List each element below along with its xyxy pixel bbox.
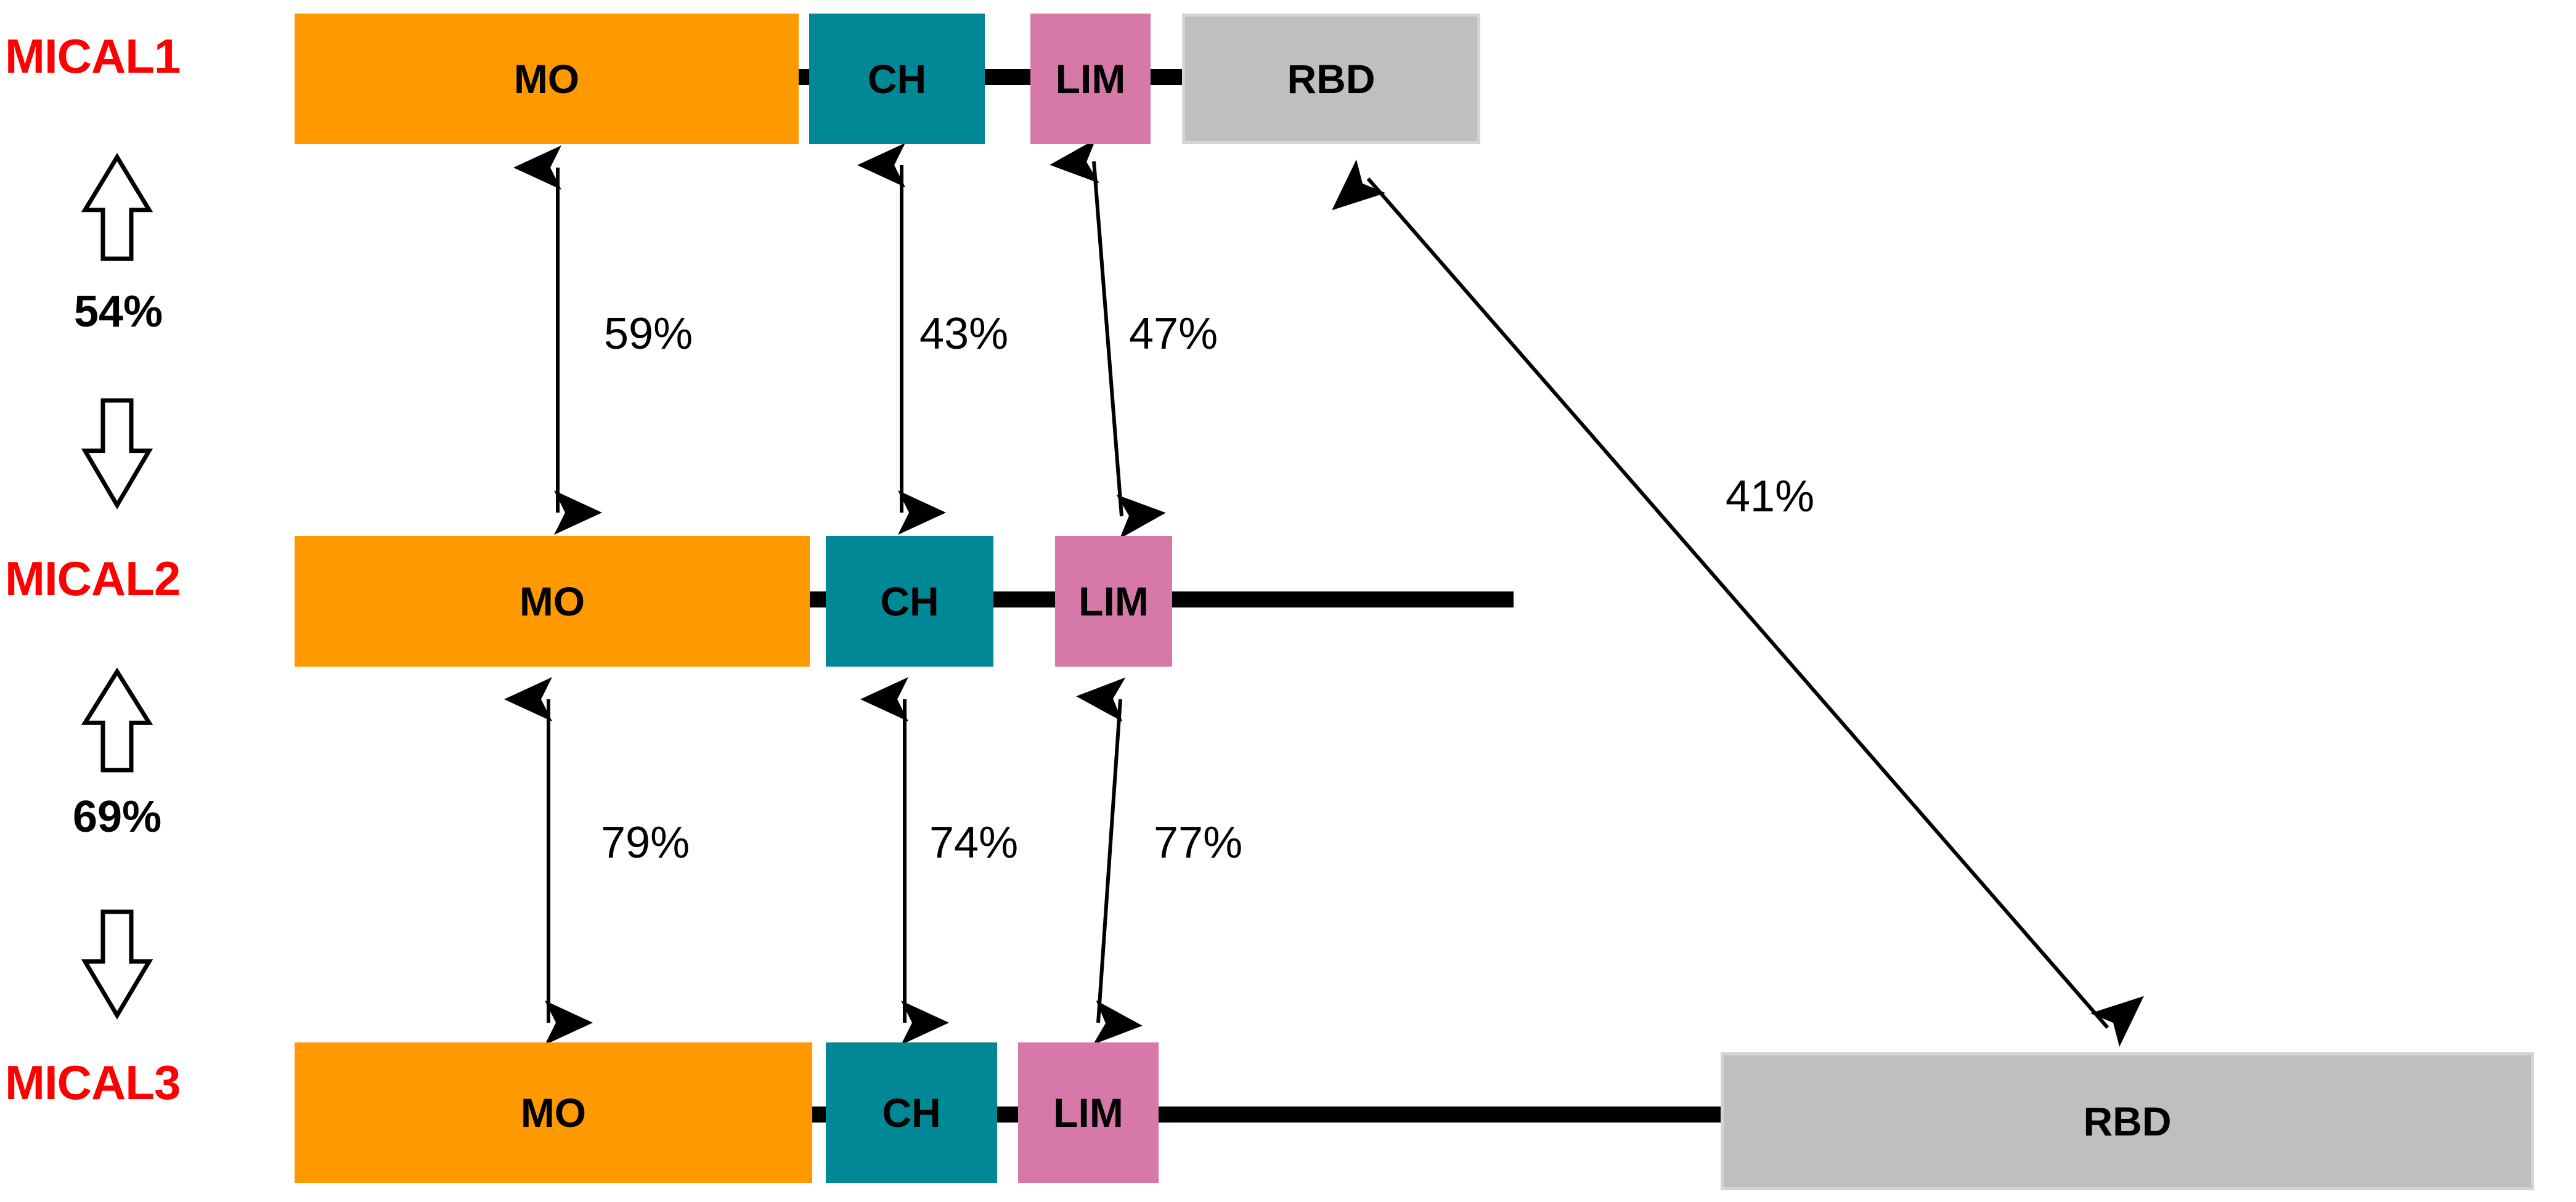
domain-identity-arrow-icon bbox=[1076, 677, 1143, 1045]
domain-box-rbd-mical1[interactable]: RBD bbox=[1182, 14, 1480, 144]
domain-label: RBD bbox=[1287, 56, 1376, 102]
linker-segment bbox=[1155, 1107, 1727, 1123]
block-arrow-down-icon-0 bbox=[81, 398, 153, 510]
domain-identity-percent: 47% bbox=[1129, 309, 1218, 359]
rbd-identity-percent: 41% bbox=[1726, 472, 1815, 521]
domain-box-ch-mical1[interactable]: CH bbox=[809, 14, 985, 144]
domain-label: MO bbox=[520, 1090, 587, 1135]
domain-box-ch-mical3[interactable]: CH bbox=[826, 1042, 997, 1183]
protein-label-mical3: MICAL3 bbox=[5, 1055, 181, 1110]
domain-identity-percent: 74% bbox=[929, 818, 1019, 867]
protein-label-mical1: MICAL1 bbox=[5, 29, 181, 83]
linker-segment bbox=[1147, 69, 1186, 85]
linker-segment bbox=[993, 1107, 1022, 1123]
domain-box-mo-mical2[interactable]: MO bbox=[295, 536, 810, 667]
block-arrow-up-icon-0 bbox=[81, 153, 153, 261]
domain-identity-percent: 77% bbox=[1154, 818, 1243, 867]
domain-label: CH bbox=[882, 1090, 941, 1135]
domain-box-rbd-mical3[interactable]: RBD bbox=[1721, 1052, 2534, 1190]
linker-segment bbox=[981, 69, 1034, 85]
domain-identity-percent: 43% bbox=[919, 309, 1009, 359]
domain-box-lim-mical1[interactable]: LIM bbox=[1030, 14, 1151, 144]
linker-segment bbox=[1168, 591, 1514, 607]
overall-identity-percent: 69% bbox=[73, 792, 162, 842]
domain-label: LIM bbox=[1078, 579, 1149, 624]
domain-identity-percent: 59% bbox=[604, 309, 693, 359]
linker-segment bbox=[806, 591, 829, 607]
domain-identity-percent: 79% bbox=[601, 818, 690, 867]
domain-box-ch-mical2[interactable]: CH bbox=[826, 536, 993, 667]
linker-segment bbox=[990, 591, 1059, 607]
overall-identity-percent: 54% bbox=[74, 287, 163, 336]
domain-label: CH bbox=[880, 579, 939, 624]
domain-box-lim-mical2[interactable]: LIM bbox=[1055, 536, 1172, 667]
block-arrow-up-icon-1 bbox=[81, 667, 153, 773]
domain-label: MO bbox=[519, 579, 585, 624]
domain-identity-arrow-icon bbox=[1050, 139, 1166, 539]
domain-box-lim-mical3[interactable]: LIM bbox=[1018, 1042, 1159, 1183]
domain-label: LIM bbox=[1053, 1090, 1123, 1135]
domain-label: CH bbox=[867, 56, 927, 102]
domain-box-mo-mical1[interactable]: MO bbox=[295, 14, 799, 144]
domain-box-mo-mical3[interactable]: MO bbox=[295, 1042, 812, 1183]
domain-label: MO bbox=[513, 56, 580, 102]
domain-label: LIM bbox=[1055, 56, 1126, 102]
protein-label-mical2: MICAL2 bbox=[5, 551, 181, 606]
block-arrow-down-icon-1 bbox=[81, 909, 153, 1020]
domain-label: RBD bbox=[2083, 1098, 2172, 1144]
